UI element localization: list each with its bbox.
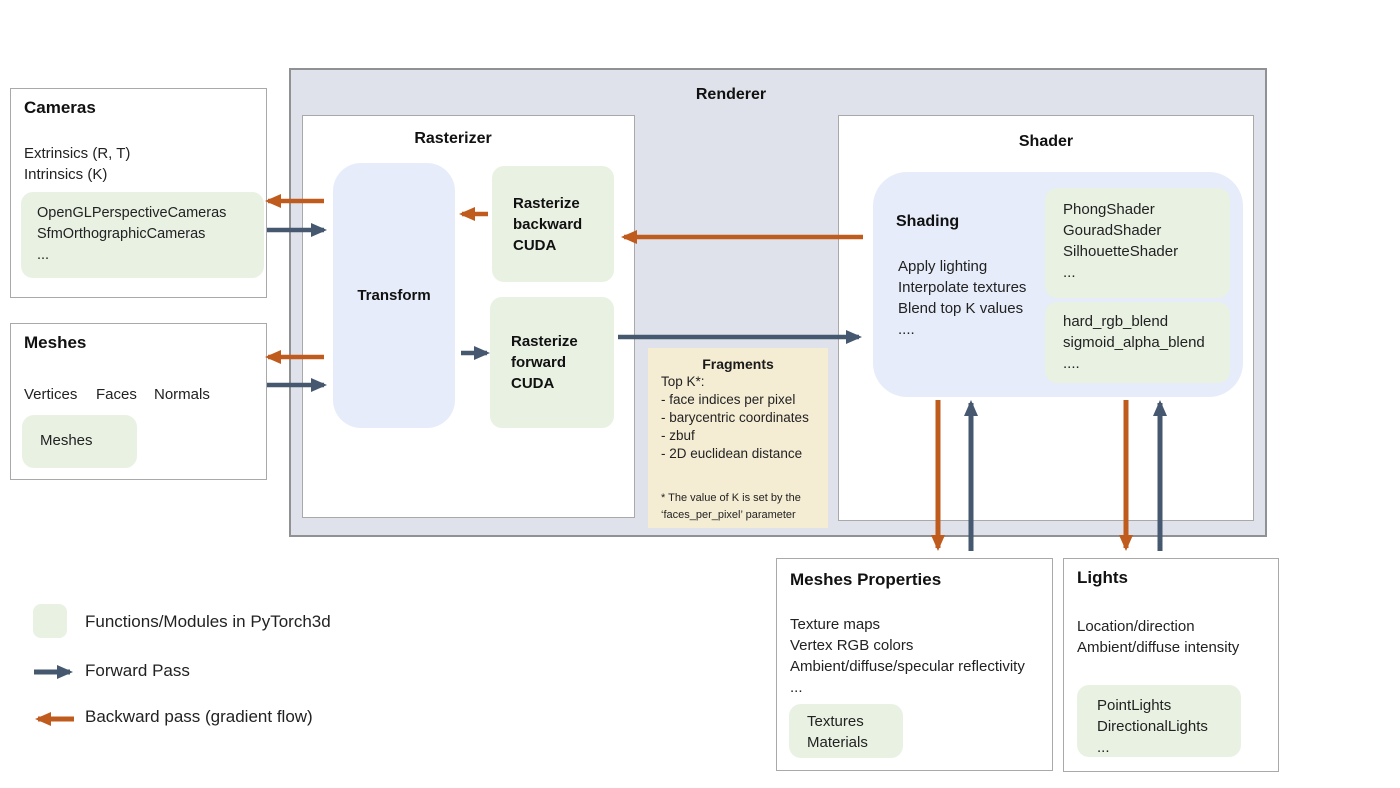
lights-box: Lights Location/direction Ambient/diffus…: [1063, 558, 1279, 772]
shading-panel: Shading Apply lighting Interpolate textu…: [873, 172, 1243, 397]
blend-modules-box: hard_rgb_blend sigmoid_alpha_blend ....: [1045, 302, 1230, 383]
meshes-properties-line: ...: [790, 679, 803, 696]
legend-backward-label: Backward pass (gradient flow): [85, 707, 313, 726]
lights-line: Ambient/diffuse intensity: [1077, 639, 1240, 656]
fragments-line: - barycentric coordinates: [661, 410, 809, 425]
shading-line: Blend top K values: [898, 300, 1024, 317]
transform-panel: Transform: [333, 163, 455, 428]
module-line: PointLights: [1097, 697, 1172, 714]
module-line: ...: [1063, 264, 1076, 281]
module-line: backward: [513, 215, 583, 233]
meshes-field: Normals: [154, 386, 210, 403]
shading-title: Shading: [896, 213, 960, 230]
fragments-line: Top K*:: [661, 374, 705, 389]
module-line: SilhouetteShader: [1063, 243, 1179, 260]
meshes-properties-line: Vertex RGB colors: [790, 637, 914, 654]
fragments-line: - 2D euclidean distance: [661, 446, 803, 461]
fragments-line: - zbuf: [661, 428, 695, 443]
shading-line: Interpolate textures: [898, 279, 1027, 296]
module-line: ....: [1063, 355, 1080, 372]
module-line: CUDA: [513, 236, 557, 254]
fragments-line: - face indices per pixel: [661, 392, 796, 407]
rasterize-forward-module: Rasterize forward CUDA: [490, 297, 614, 428]
cameras-module: OpenGLPerspectiveCameras SfmOrthographic…: [21, 192, 264, 278]
meshes-properties-line: Ambient/diffuse/specular reflectivity: [790, 658, 1025, 675]
meshes-box: Meshes Vertices Faces Normals Meshes: [10, 323, 267, 480]
module-line: SfmOrthographicCameras: [37, 226, 206, 242]
meshes-properties-line: Texture maps: [790, 616, 881, 633]
renderer-title: Renderer: [695, 86, 767, 103]
lights-line: Location/direction: [1077, 618, 1195, 635]
module-line: sigmoid_alpha_blend: [1063, 334, 1205, 351]
cameras-box: Cameras Extrinsics (R, T) Intrinsics (K)…: [10, 88, 267, 298]
shading-line: ....: [898, 321, 915, 338]
meshes-field: Faces: [96, 386, 137, 403]
legend-module-label: Functions/Modules in PyTorch3d: [85, 612, 331, 631]
module-line: Rasterize: [511, 333, 578, 350]
module-line: GouradShader: [1063, 222, 1162, 239]
module-line: DirectionalLights: [1097, 718, 1208, 735]
meshes-properties-title: Meshes Properties: [790, 570, 942, 589]
legend-forward-label: Forward Pass: [85, 661, 190, 680]
fragments-title: Fragments: [702, 356, 774, 372]
module-line: Rasterize: [513, 194, 580, 212]
module-line: hard_rgb_blend: [1063, 313, 1169, 330]
meshes-title: Meshes: [24, 333, 87, 352]
shader-modules-box: PhongShader GouradShader SilhouetteShade…: [1045, 188, 1230, 298]
shader-title: Shader: [1018, 133, 1074, 150]
meshes-properties-module: Textures Materials: [789, 704, 903, 758]
cameras-line: Intrinsics (K): [24, 166, 108, 183]
meshes-module: Meshes: [22, 415, 137, 468]
cameras-title: Cameras: [24, 98, 96, 117]
meshes-properties-box: Meshes Properties Texture maps Vertex RG…: [776, 558, 1053, 771]
transform-label: Transform: [357, 287, 431, 304]
fragments-footnote: * The value of K is set by the: [661, 492, 801, 504]
module-line: PhongShader: [1063, 201, 1155, 218]
fragments-box: Fragments Top K*: - face indices per pix…: [648, 348, 828, 528]
shading-line: Apply lighting: [898, 258, 988, 275]
module-line: ...: [1097, 739, 1110, 756]
meshes-field: Vertices: [24, 386, 78, 403]
module-line: CUDA: [511, 375, 555, 392]
module-line: Meshes: [40, 432, 93, 449]
module-line: OpenGLPerspectiveCameras: [37, 205, 227, 221]
lights-title: Lights: [1077, 568, 1128, 587]
module-line: forward: [511, 354, 567, 371]
legend-module-swatch: [33, 604, 67, 638]
rasterizer-title: Rasterizer: [414, 130, 492, 147]
fragments-footnote: ‘faces_per_pixel’ parameter: [661, 509, 796, 521]
lights-module: PointLights DirectionalLights ...: [1077, 685, 1241, 757]
cameras-line: Extrinsics (R, T): [24, 145, 131, 162]
module-line: Materials: [807, 734, 868, 751]
rasterize-backward-module: Rasterize backward CUDA: [492, 166, 614, 282]
module-line: Textures: [807, 713, 864, 730]
module-line: ...: [37, 247, 50, 263]
